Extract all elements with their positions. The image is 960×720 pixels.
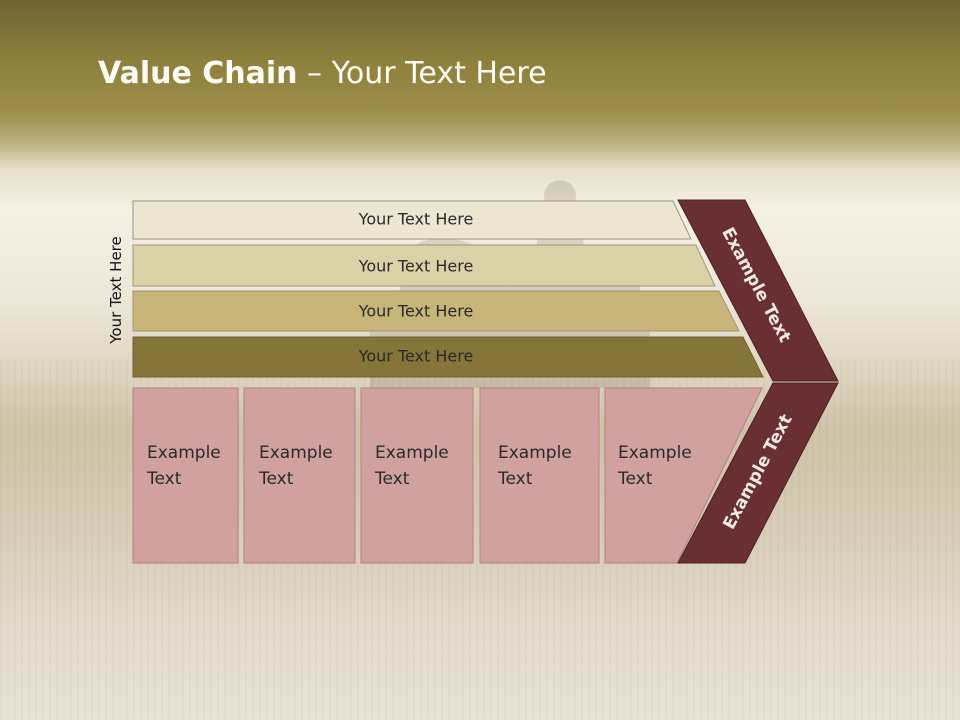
title-rest: – Your Text Here (297, 56, 547, 91)
activity-box-3 (360, 387, 474, 564)
box-text-2-line1: Example (259, 443, 333, 463)
row-bar-3 (132, 290, 740, 332)
activity-box-2 (243, 387, 356, 564)
row-bar-4 (132, 336, 764, 378)
box-text-3-line1: Example (375, 443, 449, 463)
box-text-3-line2: Text (375, 469, 410, 489)
title-bold: Value Chain (98, 56, 298, 91)
box-text-1-line1: Example (147, 443, 221, 463)
activity-box-1 (132, 387, 239, 564)
row-label-1: Your Text Here (358, 209, 474, 229)
diagram-reflection (0, 565, 960, 720)
box-text-5-line2: Text (618, 469, 653, 489)
box-text-4-line2: Text (498, 469, 533, 489)
box-text-1-line2: Text (147, 469, 182, 489)
row-bar-2 (132, 244, 716, 287)
slide-title: Value Chain – Your Text Here (98, 56, 547, 91)
activity-box-5 (604, 387, 763, 564)
row-label-4: Your Text Here (358, 346, 474, 366)
box-text-4-line1: Example (498, 443, 572, 463)
chevron-top (677, 199, 839, 382)
row-bar-1 (132, 200, 692, 240)
box-text-5-line1: Example (618, 443, 692, 463)
activity-box-4 (479, 387, 600, 564)
row-label-3: Your Text Here (358, 301, 474, 321)
chevron-bottom (677, 382, 839, 564)
box-text-2-line2: Text (259, 469, 294, 489)
row-label-2: Your Text Here (358, 256, 474, 276)
